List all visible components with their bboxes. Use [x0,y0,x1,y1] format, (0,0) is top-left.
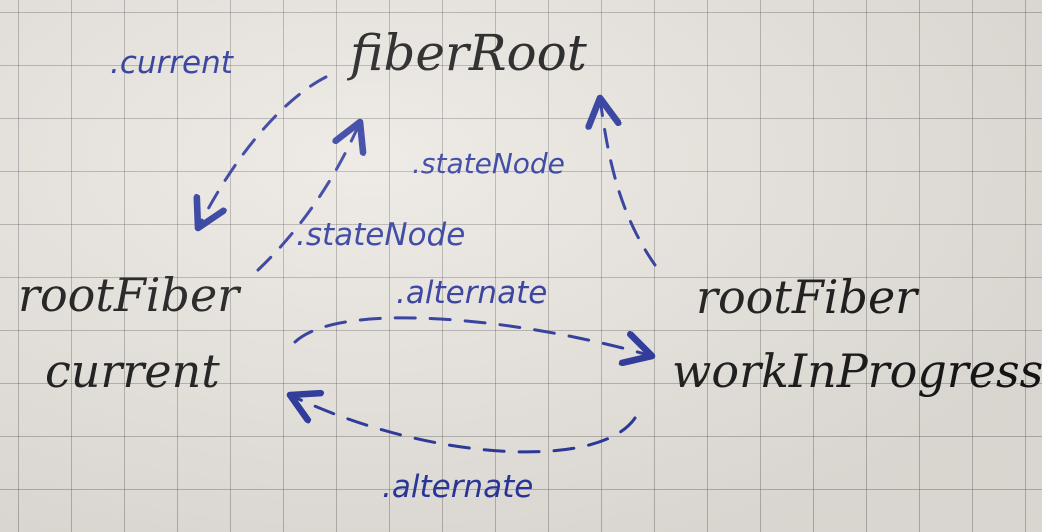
left-state-node-arrow [256,122,360,272]
fiber-root-label: fiberRoot [350,24,587,82]
current-tag-label: current [45,344,220,398]
alternate-bottom-arrow [290,395,637,454]
right-state-node-edge-label: .stateNode [412,147,565,180]
root-fiber-wip-label: rootFiber [696,270,918,324]
alternate-top-edge-label: .alternate [396,275,548,311]
current-pointer-arrow [198,75,328,228]
current-edge-label: .current [110,45,233,81]
alternate-top-arrow [293,316,652,356]
root-fiber-current-label: rootFiber [18,268,240,322]
right-state-node-arrow [600,98,657,267]
left-state-node-edge-label: .stateNode [296,217,466,253]
work-in-progress-tag-label: workInProgress [672,344,1042,398]
alternate-bottom-edge-label: .alternate [382,469,534,505]
